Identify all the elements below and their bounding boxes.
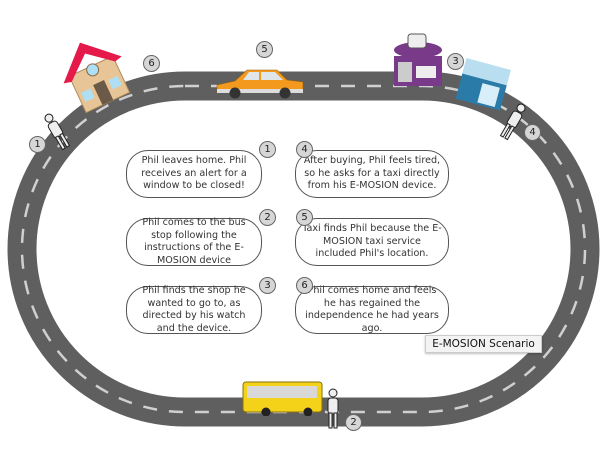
person-icon-2 (327, 388, 339, 429)
step-bubble-4: After buying, Phil feels tired, so he as… (295, 150, 449, 198)
step-bubble-3: Phil finds the shop he wanted to go to, … (126, 285, 262, 334)
store-icon (455, 58, 511, 111)
step-bubble-1: Phil leaves home. Phil receives an alert… (126, 150, 262, 198)
step-bubble-6: Phil comes home and feels he has regaine… (295, 285, 449, 334)
coffee-shop-icon (394, 33, 442, 86)
person-icon-1 (44, 113, 71, 151)
marker-shop: 3 (447, 53, 464, 70)
step-number-3: 3 (259, 277, 276, 294)
bus-icon (242, 381, 323, 416)
step-number-1: 1 (259, 141, 276, 158)
person-icon-4 (499, 103, 526, 141)
marker-house: 6 (143, 55, 160, 72)
step-bubble-2: Phil comes to the bus stop following the… (126, 217, 262, 266)
marker-taxi: 5 (256, 41, 273, 58)
marker-bus-stop: 2 (345, 414, 362, 431)
step-number-6: 6 (296, 277, 313, 294)
step-number-5: 5 (296, 209, 313, 226)
step-number-4: 4 (296, 141, 313, 158)
tooltip: E-MOSION Scenario (425, 335, 542, 353)
marker-person-left: 1 (29, 136, 46, 153)
marker-person-right: 4 (524, 124, 541, 141)
taxi-icon (216, 69, 304, 99)
step-bubble-5: Taxi finds Phil because the E-MOSION tax… (295, 218, 449, 266)
step-number-2: 2 (259, 209, 276, 226)
house-icon (63, 42, 131, 114)
